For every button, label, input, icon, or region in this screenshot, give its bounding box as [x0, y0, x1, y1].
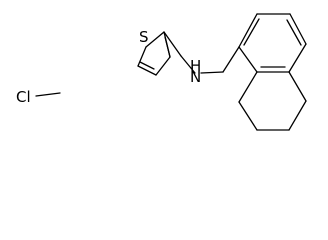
bond-ar-2 [238, 13, 258, 48]
bond-ar-2-double [243, 18, 260, 46]
bond-c4-c4-double [164, 36, 171, 58]
bond-sat-4 [288, 100, 307, 131]
amine-n-label: N [190, 68, 201, 86]
naphthalene-aromatic-ring [222, 13, 307, 73]
bond-ar-5 [288, 43, 307, 73]
bond-sat-5 [288, 71, 307, 102]
bond-ar-1 [222, 46, 240, 73]
bond-ar-4 [289, 13, 307, 45]
molecule-structure: Cl S H N [16, 13, 307, 131]
bond-ar-4-double [286, 19, 302, 46]
bond-c2-s [137, 46, 147, 67]
bond-c4-c3 [155, 56, 171, 76]
bond-ch2-n [180, 55, 196, 74]
bond-sat-1 [238, 71, 258, 103]
bond-ar-7 [238, 46, 258, 73]
bond-c5-ch2 [163, 31, 182, 57]
bond-sat-2 [238, 101, 258, 131]
amine-h-label: H [190, 57, 201, 75]
saturated-ring [238, 71, 307, 131]
bond-c2-cl [35, 92, 61, 97]
sulfur-label: S [139, 28, 149, 46]
bond-s-c5 [145, 31, 165, 48]
bond-c3-c2 [137, 65, 157, 76]
thiophene-ring [137, 31, 171, 76]
chlorine-label: Cl [16, 88, 31, 106]
bond-c3-c2-double [139, 61, 155, 70]
bond-n-ar [200, 71, 224, 74]
